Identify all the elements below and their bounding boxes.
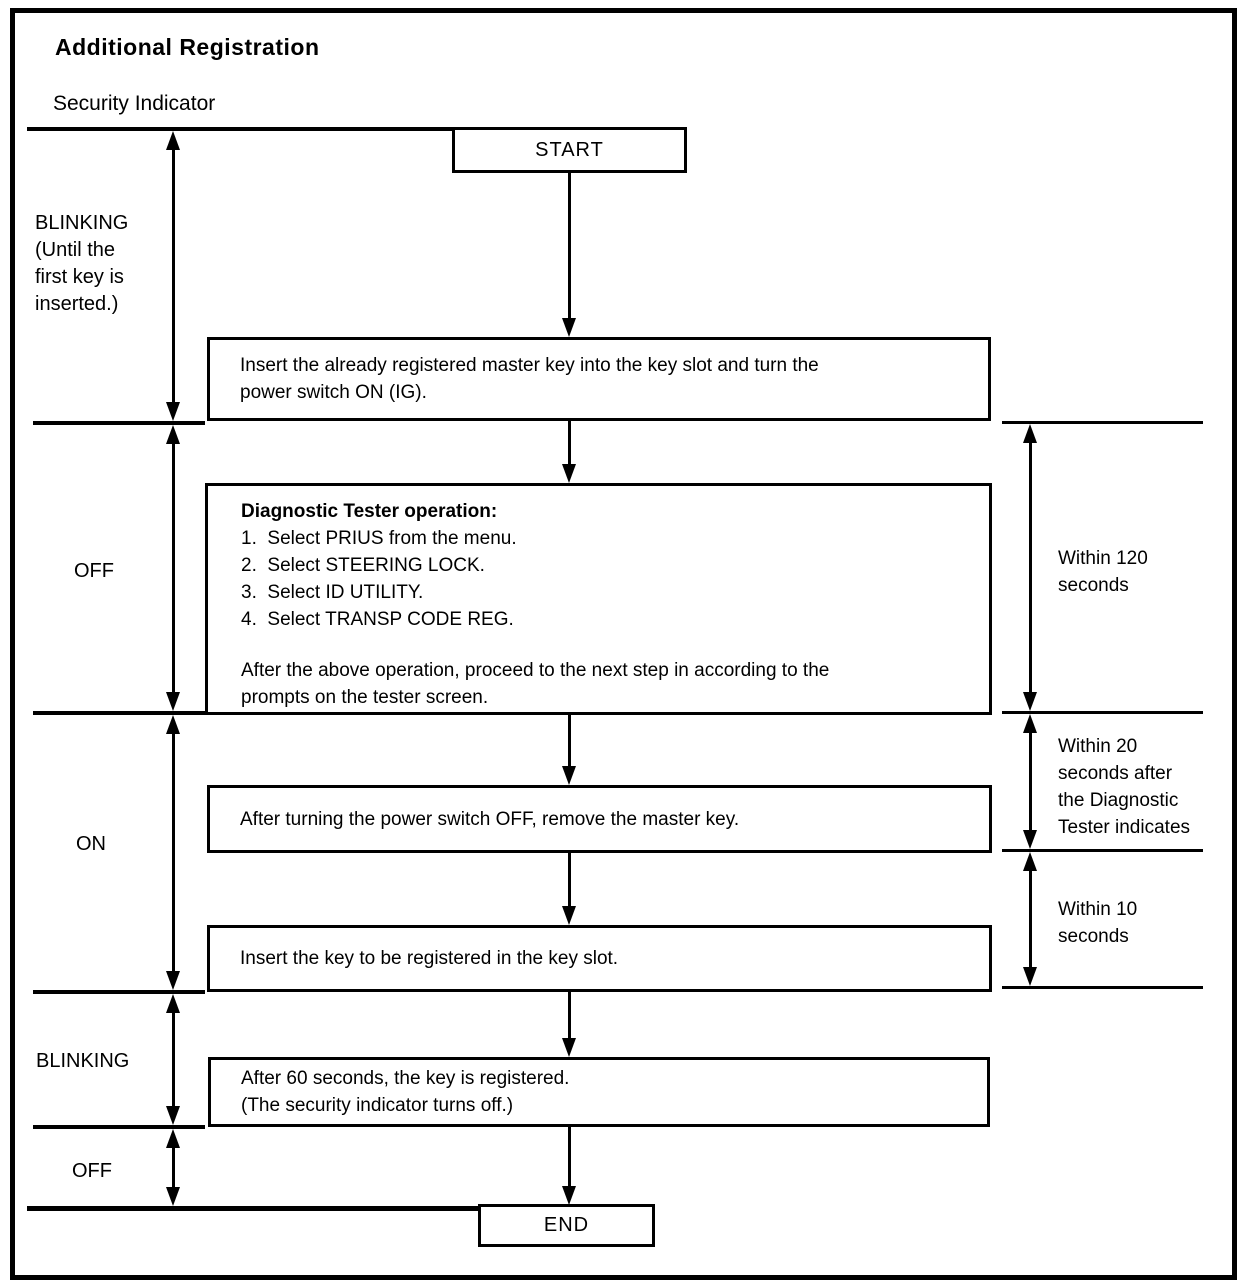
duration-tick-2 <box>1002 711 1203 714</box>
arrowhead-down-icon <box>1023 692 1037 711</box>
step-list-item-4: 4. Select TRANSP CODE REG. <box>241 609 514 630</box>
step-text: After 60 seconds, the key is registered.… <box>241 1068 570 1116</box>
end-box: END <box>478 1204 655 1247</box>
flow-arrow-step2-to-step3 <box>561 715 577 785</box>
duration-arrow-20s <box>1022 714 1038 849</box>
state-label-on: ON <box>76 833 106 855</box>
timeline-range-arrow-blinking-1 <box>165 131 181 421</box>
timeline-line-bottom <box>27 1206 478 1211</box>
arrowhead-down-icon <box>166 971 180 990</box>
arrowhead-up-icon <box>166 425 180 444</box>
arrowhead-up-icon <box>166 994 180 1013</box>
arrowhead-down-icon <box>562 766 576 785</box>
state-label-blinking-1: BLINKING (Until the first key is inserte… <box>35 212 129 315</box>
flow-arrow-step5-to-end <box>561 1127 577 1205</box>
page-border <box>10 8 1237 1280</box>
step-box-key-registered: After 60 seconds, the key is registered.… <box>208 1057 990 1127</box>
arrowhead-down-icon <box>1023 967 1037 986</box>
step-footer: After the above operation, proceed to th… <box>241 660 830 708</box>
step-list-item-2: 2. Select STEERING LOCK. <box>241 555 485 576</box>
duration-label-20s: Within 20 seconds after the Diagnostic T… <box>1058 736 1191 838</box>
arrowhead-up-icon <box>166 1129 180 1148</box>
flow-arrow-start-to-step1 <box>561 172 577 337</box>
step-text: Insert the key to be registered in the k… <box>240 948 619 969</box>
state-label-off-1: OFF <box>74 560 114 582</box>
page-title: Additional Registration <box>55 34 320 60</box>
timeline-line-3 <box>33 711 205 715</box>
arrowhead-down-icon <box>166 1187 180 1206</box>
duration-tick-4 <box>1002 986 1203 989</box>
arrowhead-down-icon <box>166 1106 180 1125</box>
arrowhead-down-icon <box>1023 830 1037 849</box>
duration-tick-1 <box>1002 421 1203 424</box>
step-text: Insert the already registered master key… <box>240 355 819 403</box>
arrowhead-down-icon <box>562 1038 576 1057</box>
arrowhead-up-icon <box>166 131 180 150</box>
timeline-range-arrow-blinking-2 <box>165 994 181 1125</box>
timeline-range-arrow-off-2 <box>165 1129 181 1206</box>
state-label-blinking-2: BLINKING <box>36 1050 130 1072</box>
timeline-line-4 <box>33 990 205 994</box>
start-label: START <box>535 138 604 161</box>
step-box-diagnostic-tester: Diagnostic Tester operation: 1. Select P… <box>205 483 992 715</box>
arrowhead-down-icon <box>562 464 576 483</box>
timeline-line-5 <box>33 1125 205 1129</box>
flow-arrow-step3-to-step4 <box>561 853 577 925</box>
step-box-remove-master-key: After turning the power switch OFF, remo… <box>207 785 992 853</box>
step-box-insert-new-key: Insert the key to be registered in the k… <box>207 925 992 992</box>
timeline-line-2 <box>33 421 205 425</box>
arrowhead-down-icon <box>562 1186 576 1205</box>
arrowhead-down-icon <box>562 906 576 925</box>
duration-label-120s: Within 120 seconds <box>1058 548 1148 596</box>
duration-arrow-10s <box>1022 852 1038 986</box>
start-box: START <box>452 127 687 173</box>
flow-arrow-step4-to-step5 <box>561 992 577 1057</box>
flow-arrow-step1-to-step2 <box>561 421 577 483</box>
step-list-item-1: 1. Select PRIUS from the menu. <box>241 528 517 549</box>
arrowhead-down-icon <box>166 402 180 421</box>
arrowhead-down-icon <box>562 318 576 337</box>
arrowhead-up-icon <box>1023 852 1037 871</box>
arrowhead-up-icon <box>1023 714 1037 733</box>
arrowhead-up-icon <box>166 715 180 734</box>
security-indicator-label: Security Indicator <box>53 92 216 115</box>
duration-label-10s: Within 10 seconds <box>1058 899 1138 947</box>
step-heading: Diagnostic Tester operation: <box>241 501 498 522</box>
timeline-range-arrow-off-1 <box>165 425 181 711</box>
duration-arrow-120s <box>1022 424 1038 711</box>
arrowhead-up-icon <box>1023 424 1037 443</box>
timeline-range-arrow-on <box>165 715 181 990</box>
state-label-off-2: OFF <box>72 1160 112 1182</box>
step-text: After turning the power switch OFF, remo… <box>240 808 740 830</box>
timeline-line-top <box>27 127 452 131</box>
end-label: END <box>543 1214 590 1236</box>
duration-tick-3 <box>1002 849 1203 852</box>
step-list-item-3: 3. Select ID UTILITY. <box>241 582 424 603</box>
arrowhead-down-icon <box>166 692 180 711</box>
step-box-insert-master-key: Insert the already registered master key… <box>207 337 991 421</box>
